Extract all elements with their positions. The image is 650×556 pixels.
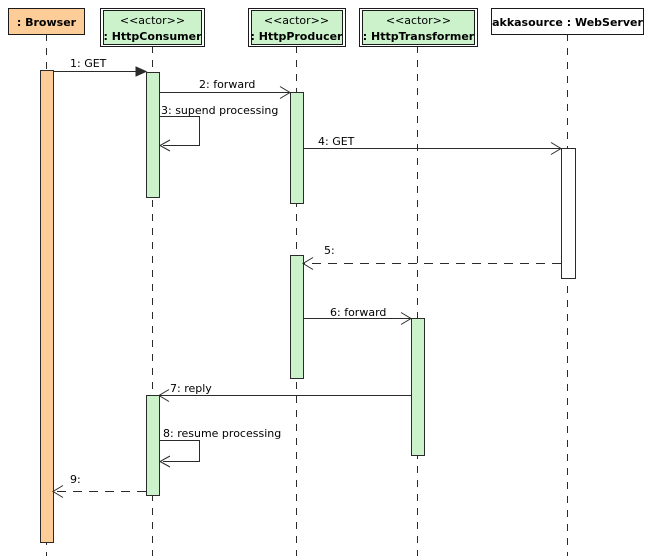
arrowhead-open-right — [279, 86, 291, 99]
message-9-label: 9: — [70, 473, 81, 486]
activation-browser — [40, 70, 54, 543]
browser-name-label: : Browser — [17, 16, 77, 29]
arrowhead-filled-right — [135, 66, 148, 77]
httpproducer-box-outer — [248, 8, 346, 47]
arrowhead-open-left — [158, 139, 171, 152]
message-3-self-path — [159, 116, 200, 146]
participant-head-webserver[interactable]: akkasource : WebServer — [491, 8, 644, 35]
message-2-forward[interactable]: 2: forward — [159, 78, 291, 99]
arrowhead-open-right — [550, 142, 562, 155]
webserver-box — [491, 8, 644, 35]
participant-head-httpconsumer[interactable]: <<actor>> : HttpConsumer — [100, 8, 205, 47]
httpproducer-stereotype-label: <<actor>> — [264, 14, 329, 27]
httptransformer-name-label: : HttpTransformer — [363, 30, 475, 43]
participant-heads-group: : Browser <<actor>> : HttpConsumer <<act… — [8, 8, 644, 47]
message-2-label: 2: forward — [199, 78, 255, 91]
activation-webserver — [561, 148, 576, 279]
participant-head-browser[interactable]: : Browser — [8, 8, 85, 35]
httpconsumer-name-label: : HttpConsumer — [103, 30, 202, 43]
message-7-label: 7: reply — [170, 382, 212, 395]
lifelines-group — [46, 34, 568, 556]
httpproducer-box-inner — [251, 10, 343, 45]
message-1-label: 1: GET — [70, 57, 107, 70]
message-5-return[interactable]: 5: — [302, 244, 561, 270]
arrowhead-open-right — [400, 312, 412, 325]
arrowhead-open-left — [302, 257, 314, 270]
activation-httpconsumer-1 — [146, 72, 160, 198]
message-3-label: 3: supend processing — [161, 104, 278, 117]
arrowhead-open-left — [158, 455, 171, 468]
message-8-self-path — [159, 440, 200, 462]
activation-httpproducer-1 — [290, 92, 304, 204]
message-3-supend-processing[interactable]: 3: supend processing — [158, 104, 279, 152]
httptransformer-box-inner — [362, 10, 475, 45]
activation-httpproducer-2 — [290, 255, 304, 379]
participant-head-httpproducer[interactable]: <<actor>> : HttpProducer — [248, 8, 346, 47]
message-5-label: 5: — [324, 244, 335, 257]
message-6-forward[interactable]: 6: forward — [303, 306, 412, 325]
message-9-return[interactable]: 9: — [52, 473, 146, 498]
message-7-reply[interactable]: 7: reply — [158, 382, 411, 402]
activations-group — [40, 70, 576, 543]
participant-head-httptransformer[interactable]: <<actor>> : HttpTransformer — [359, 8, 478, 47]
message-6-label: 6: forward — [330, 306, 386, 319]
browser-box — [8, 8, 85, 35]
httptransformer-stereotype-label: <<actor>> — [386, 14, 451, 27]
httptransformer-box-outer — [359, 8, 478, 47]
message-8-label: 8: resume processing — [163, 427, 281, 440]
httpconsumer-box-inner — [103, 10, 202, 45]
activation-httpconsumer-2 — [146, 395, 160, 496]
arrowhead-open-left — [52, 485, 64, 498]
httpconsumer-stereotype-label: <<actor>> — [120, 14, 185, 27]
arrowhead-open-left — [158, 389, 170, 402]
httpproducer-name-label: : HttpProducer — [251, 30, 344, 43]
activation-httptransformer — [411, 318, 425, 456]
message-1-get[interactable]: 1: GET — [53, 57, 148, 77]
webserver-name-label: akkasource : WebServer — [492, 16, 643, 29]
message-8-resume-processing[interactable]: 8: resume processing — [158, 427, 282, 468]
httpconsumer-box-outer — [100, 8, 205, 47]
message-4-label: 4: GET — [318, 135, 355, 148]
message-4-get[interactable]: 4: GET — [303, 135, 562, 155]
